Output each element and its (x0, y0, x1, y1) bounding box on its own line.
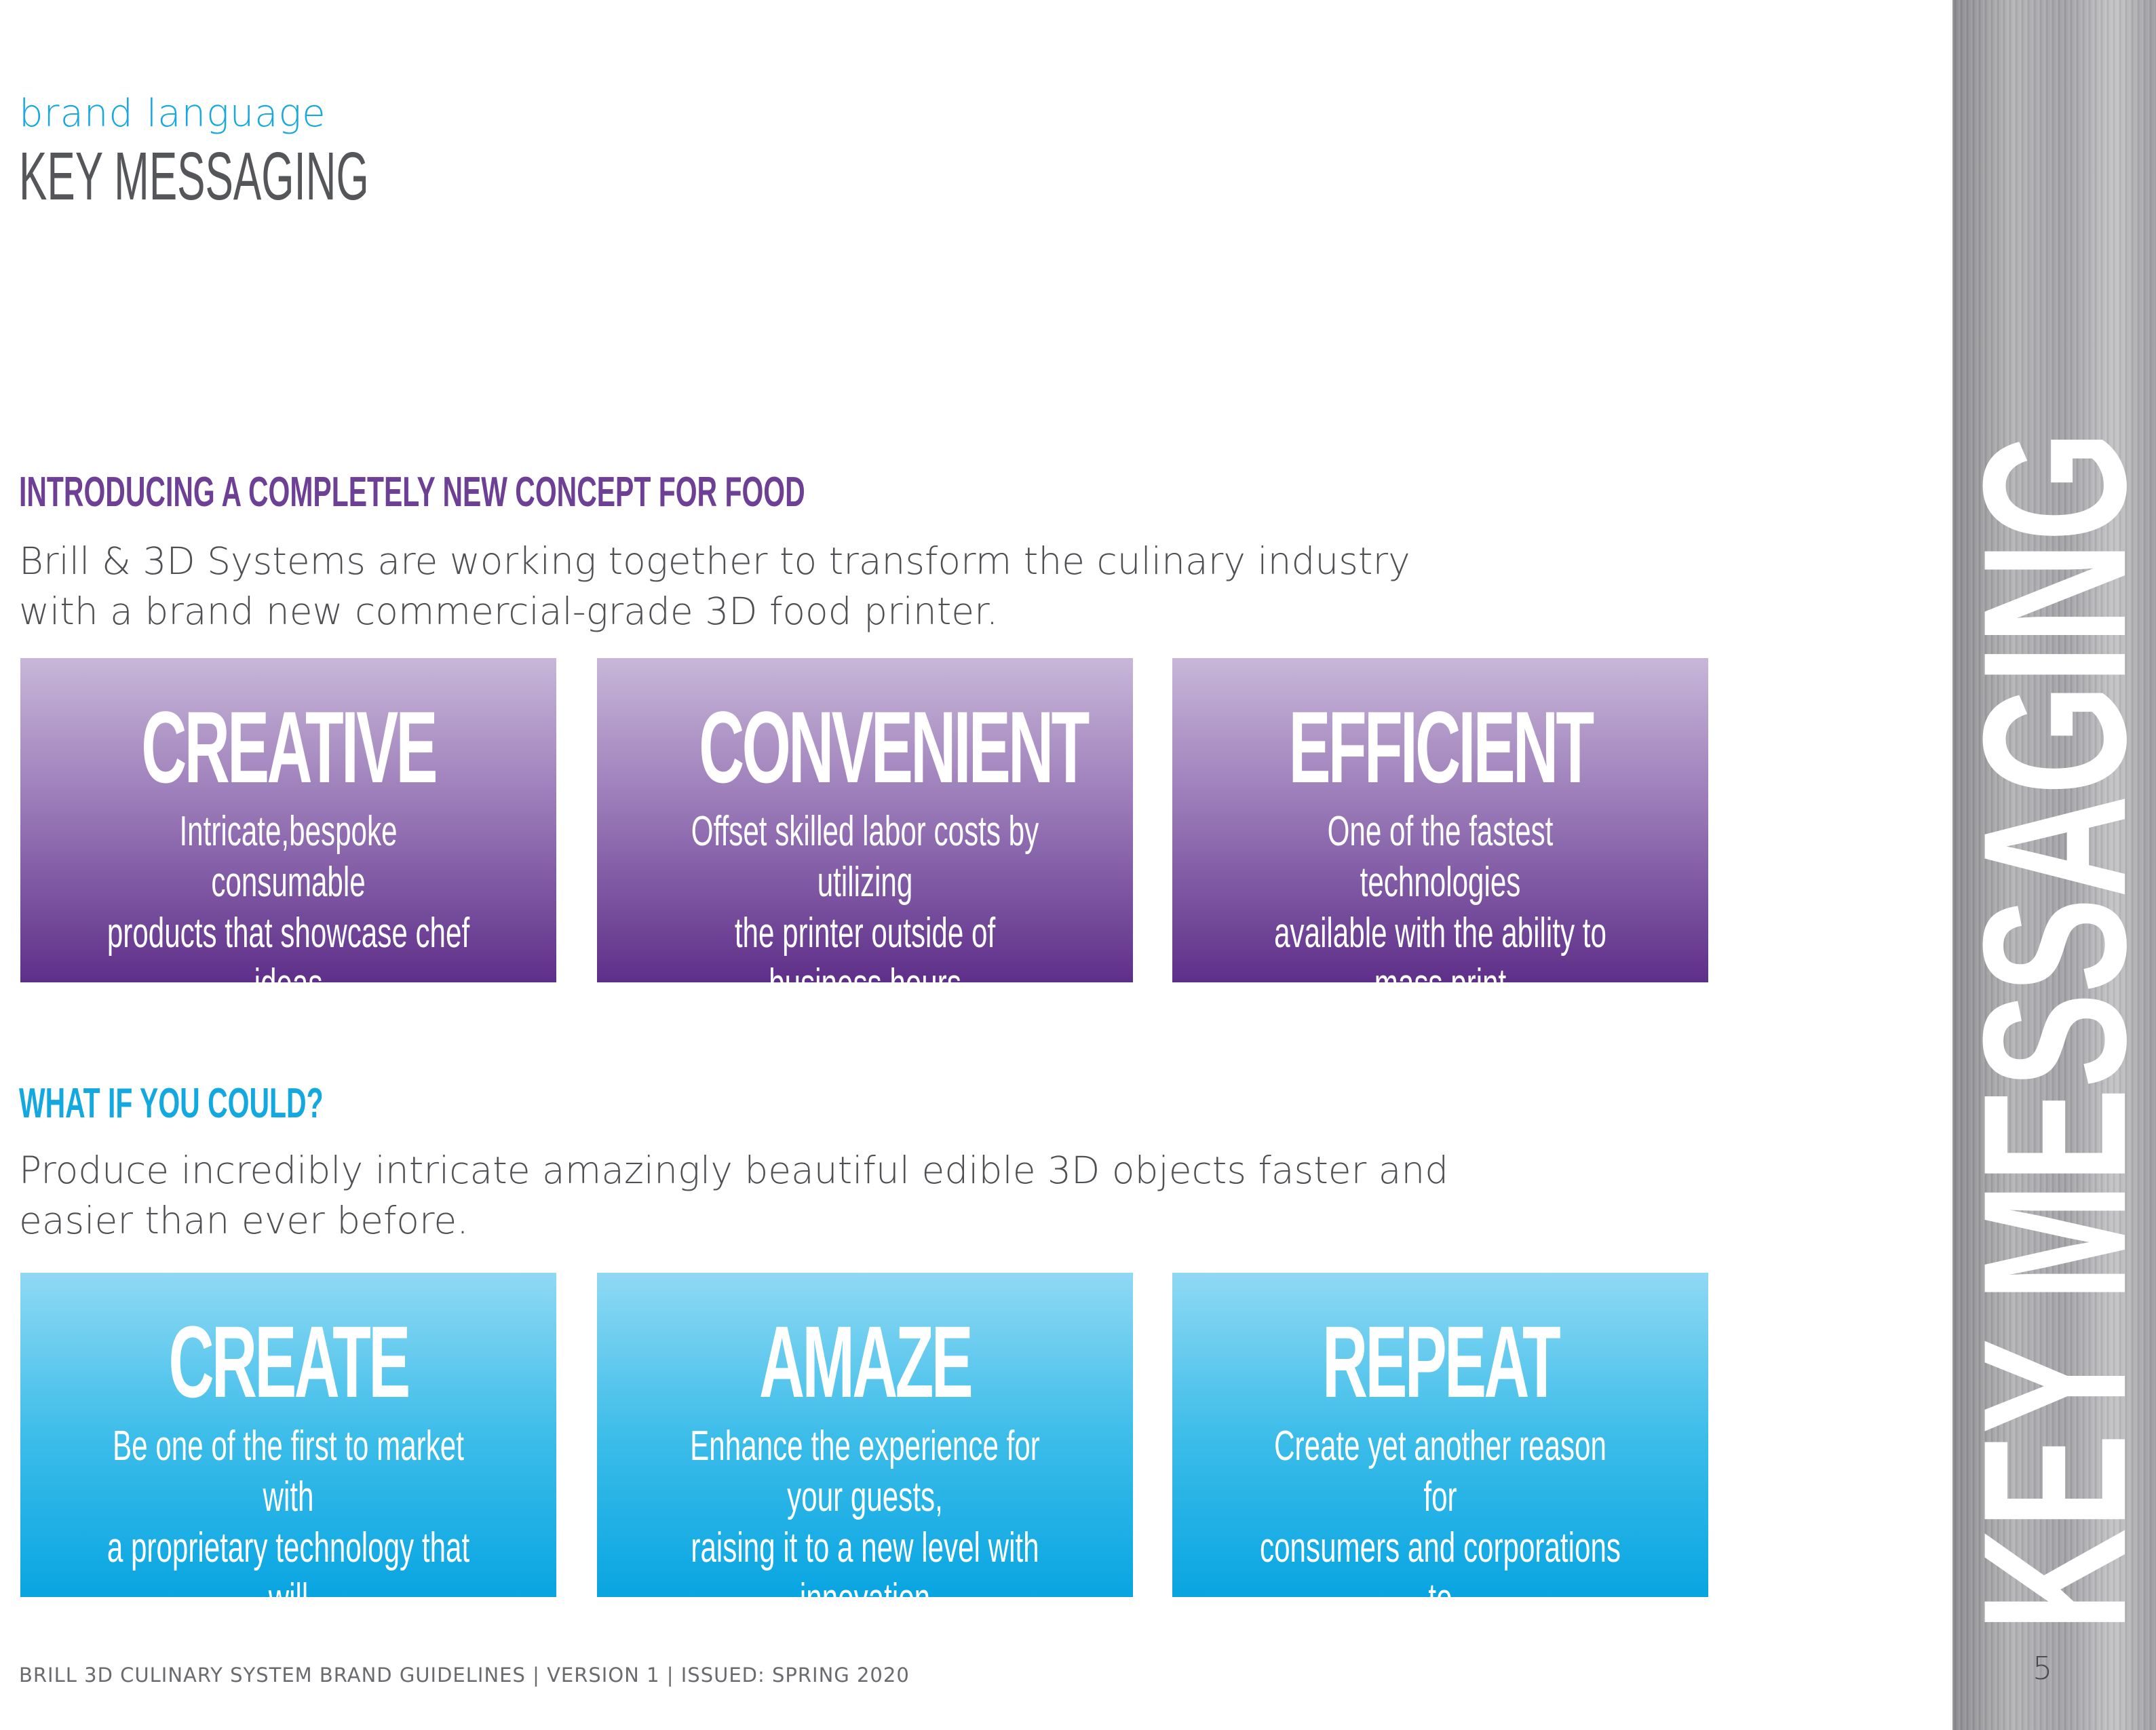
page-footer: BRILL 3D CULINARY SYSTEM BRAND GUIDELINE… (19, 1664, 910, 1687)
section-heading-what-if: WHAT IF YOU COULD? (19, 1080, 324, 1127)
message-box-title: CREATIVE (141, 690, 438, 804)
message-box-text: Enhance the experience for your guests, … (690, 1423, 1040, 1597)
message-box-title: REPEAT (1322, 1305, 1561, 1419)
message-box-text: Create yet another reason for consumers … (1260, 1423, 1621, 1597)
section-body-what-if: Produce incredibly intricate amazingly b… (19, 1149, 1449, 1242)
page-title: KEY MESSAGING (19, 138, 369, 214)
message-box-creative: CREATIVE Intricate,bespoke consumable pr… (20, 658, 556, 982)
message-box-title: CREATE (168, 1305, 410, 1419)
message-box-create: CREATE Be one of the first to market wit… (20, 1273, 556, 1597)
message-box-text: Offset skilled labor costs by utilizing … (691, 808, 1039, 982)
side-tab: KEY MESSAGING (1940, 0, 2156, 1730)
message-box-amaze: AMAZE Enhance the experience for your gu… (597, 1273, 1133, 1597)
message-box-text: Intricate,bespoke consumable products th… (107, 808, 470, 982)
page-number: 5 (2033, 1650, 2053, 1687)
section-body-concept: Brill & 3D Systems are working together … (19, 539, 1410, 633)
side-tab-label: KEY MESSAGING (1940, 431, 2156, 1632)
message-box-efficient: EFFICIENT One of the fastest technologie… (1172, 658, 1708, 982)
message-box-convenient: CONVENIENT Offset skilled labor costs by… (597, 658, 1133, 982)
message-box-repeat: REPEAT Create yet another reason for con… (1172, 1273, 1708, 1597)
message-box-title: EFFICIENT (1288, 690, 1594, 804)
message-box-title: AMAZE (758, 1305, 974, 1419)
message-box-text: Be one of the first to market with a pro… (107, 1423, 470, 1597)
page-kicker: brand language (19, 92, 326, 136)
message-box-text: One of the fastest technologies availabl… (1274, 808, 1606, 982)
section-heading-concept: INTRODUCING A COMPLETELY NEW CONCEPT FOR… (19, 469, 805, 516)
message-box-title: CONVENIENT (699, 690, 1090, 804)
